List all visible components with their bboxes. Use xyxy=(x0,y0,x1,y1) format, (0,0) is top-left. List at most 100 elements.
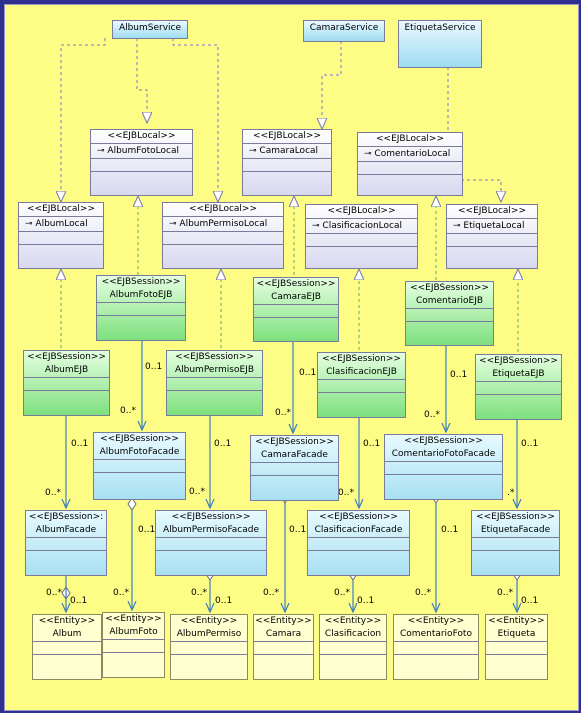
stereotype-label: <<EJBLocal>> xyxy=(327,206,396,216)
ejb-etiqueta[interactable]: <<EJBSession>> EtiquetaEJB xyxy=(475,354,562,420)
operation: ⊸ ClasificacionLocal xyxy=(306,218,417,233)
local-album[interactable]: <<EJBLocal>> ⊸ AlbumLocal xyxy=(18,202,104,269)
mult-label: 0..* xyxy=(191,588,207,598)
service-etiqueta-name: EtiquetaService xyxy=(404,23,476,33)
class-name: CamaraEJB xyxy=(271,292,321,302)
mult-label: 0..1 xyxy=(289,525,306,535)
mult-label: 0..* xyxy=(497,588,513,598)
mult-label: 0..* xyxy=(46,588,62,598)
facade-album[interactable]: <<EJBSession>: AlbumFacade xyxy=(25,510,107,576)
stereotype-label: <<EJBSession>> xyxy=(255,437,334,447)
mult-label: 0..* xyxy=(189,487,205,497)
class-name: ComentarioFotoFacade xyxy=(391,449,496,459)
stereotype-label: <<EJBSession>> xyxy=(101,277,181,287)
class-name: Camara xyxy=(265,629,302,639)
stereotype-label: <<EJBSession>> xyxy=(319,512,398,522)
entity-camara[interactable]: <<Entity>> Camara xyxy=(253,614,314,680)
class-name: AlbumEJB xyxy=(44,365,89,375)
operation-icon: ⊸ xyxy=(453,221,464,231)
entity-etiqueta[interactable]: <<Entity>> Etiqueta xyxy=(485,614,548,680)
mult-label: 0..* xyxy=(415,588,431,598)
operation-icon: ⊸ xyxy=(249,146,260,156)
mult-label: 0..1 xyxy=(363,439,380,449)
mult-label: 0..1 xyxy=(214,439,231,449)
stereotype-label: <<EJBSession>> xyxy=(322,354,401,364)
service-album[interactable]: AlbumService xyxy=(112,20,188,39)
local-etiqueta[interactable]: <<EJBLocal>> ⊸ EtiquetaLocal xyxy=(446,204,538,269)
mult-label: 0..* xyxy=(334,588,350,598)
mult-label: 0..1 xyxy=(450,370,467,380)
operation: ⊸ AlbumFotoLocal xyxy=(91,143,192,158)
stereotype-label: <<Entity>> xyxy=(324,616,382,626)
facade-comentario-foto[interactable]: <<EJBSession>> ComentarioFotoFacade xyxy=(384,434,503,500)
stereotype-label: <<EJBSession>> xyxy=(476,512,555,522)
stereotype-label: <<EJBSession>> xyxy=(175,352,254,362)
facade-camara[interactable]: <<EJBSession>> CamaraFacade xyxy=(250,435,339,501)
facade-album-permiso[interactable]: <<EJBSession>> AlbumPermisoFacade xyxy=(155,510,267,576)
class-name: EtiquetaEJB xyxy=(492,369,545,379)
mult-label: 0..1 xyxy=(215,596,232,606)
local-clasificacion[interactable]: <<EJBLocal>> ⊸ ClasificacionLocal xyxy=(305,204,418,269)
operation: ⊸ AlbumPermisoLocal xyxy=(163,216,283,231)
operation-icon: ⊸ xyxy=(97,146,108,156)
facade-album-foto[interactable]: <<EJBSession>> AlbumFotoFacade xyxy=(93,432,186,500)
ejb-clasificacion[interactable]: <<EJBSession>> ClasificacionEJB xyxy=(317,352,406,418)
mult-label: 0..1 xyxy=(71,439,88,449)
local-album-foto[interactable]: <<EJBLocal>> ⊸ AlbumFotoLocal xyxy=(90,129,193,196)
mult-label: .* xyxy=(507,488,515,498)
entity-album-permiso[interactable]: <<Entity>> AlbumPermiso xyxy=(170,614,248,680)
service-etiqueta[interactable]: EtiquetaService xyxy=(398,20,482,68)
service-camara[interactable]: CamaraService xyxy=(303,20,385,42)
ejb-album-permiso[interactable]: <<EJBSession>> AlbumPermisoEJB xyxy=(166,350,263,416)
service-album-name: AlbumService xyxy=(118,23,182,33)
mult-label: 0..1 xyxy=(138,525,155,535)
stereotype-label: <<Entity>> xyxy=(105,614,162,624)
class-name: AlbumFotoFacade xyxy=(99,447,180,457)
ejb-album[interactable]: <<EJBSession>> AlbumEJB xyxy=(23,350,110,416)
ejb-camara[interactable]: <<EJBSession>> CamaraEJB xyxy=(253,277,339,342)
mult-label: 0..1 xyxy=(521,596,538,606)
class-name: AlbumPermisoEJB xyxy=(174,365,254,375)
class-name: CamaraFacade xyxy=(261,450,328,460)
stereotype-label: <<Entity>> xyxy=(255,616,312,626)
mult-label: 0..* xyxy=(338,488,354,498)
stereotype-label: <<EJBSession>> xyxy=(479,356,558,366)
service-camara-name: CamaraService xyxy=(309,23,379,33)
class-name: AlbumFotoEJB xyxy=(109,290,173,300)
mult-label: 0..* xyxy=(113,588,129,598)
dep-camaraservice-camaralocal xyxy=(322,41,342,129)
stereotype-label: <<Entity>> xyxy=(407,616,465,626)
facade-etiqueta[interactable]: <<EJBSession>> EtiquetaFacade xyxy=(471,510,560,576)
ejb-comentario[interactable]: <<EJBSession>> ComentarioEJB xyxy=(405,281,494,346)
stereotype-label: <<EJBLocal>> xyxy=(26,204,95,214)
stereotype-label: <<Entity>> xyxy=(488,616,545,626)
class-name: AlbumFoto xyxy=(109,627,158,637)
local-album-permiso[interactable]: <<EJBLocal>> ⊸ AlbumPermisoLocal xyxy=(162,202,284,269)
class-name: ComentarioEJB xyxy=(415,296,484,306)
mult-label: 0..* xyxy=(120,406,136,416)
local-camara[interactable]: <<EJBLocal>> ⊸ CamaraLocal xyxy=(242,129,332,196)
stereotype-label: <<EJBLocal>> xyxy=(375,134,444,144)
facade-clasificacion[interactable]: <<EJBSession>> ClasificacionFacade xyxy=(307,510,410,576)
entity-comentario-foto[interactable]: <<Entity>> ComentarioFoto xyxy=(393,614,479,680)
mult-label: 0..* xyxy=(263,588,279,598)
mult-label: 0..* xyxy=(275,408,291,418)
class-name: ClasificacionFacade xyxy=(314,525,403,535)
class-name: Clasificacion xyxy=(324,629,382,639)
mult-label: 0..* xyxy=(424,410,440,420)
operation-icon: ⊸ xyxy=(312,221,323,231)
entity-album[interactable]: <<Entity>> Album xyxy=(32,614,102,680)
entity-album-foto[interactable]: <<Entity>> AlbumFoto xyxy=(102,612,165,678)
operation: ⊸ ComentarioLocal xyxy=(358,146,462,161)
stereotype-label: <<EJBLocal>> xyxy=(107,131,176,141)
stereotype-label: <<Entity>> xyxy=(38,616,96,626)
local-comentario[interactable]: <<EJBLocal>> ⊸ ComentarioLocal xyxy=(357,132,463,196)
mult-label: 0..1 xyxy=(441,525,458,535)
ejb-album-foto[interactable]: <<EJBSession>> AlbumFotoEJB xyxy=(96,275,186,341)
mult-label: 0..1 xyxy=(299,368,316,378)
connector-layer: 0..1 0..* 0..1 0..* 0..1 0..* 0..1 0..* … xyxy=(45,38,538,710)
entity-clasificacion[interactable]: <<Entity>> Clasificacion xyxy=(319,614,387,680)
class-name: Album xyxy=(52,629,82,639)
stereotype-label: <<EJBSession>> xyxy=(100,434,179,444)
operation: ⊸ CamaraLocal xyxy=(243,143,331,158)
